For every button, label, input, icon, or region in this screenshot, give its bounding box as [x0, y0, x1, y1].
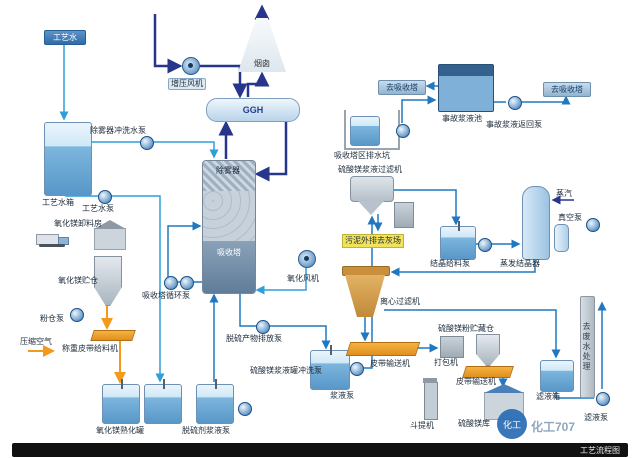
mgso4-warehouse-label: 硫酸镁库: [458, 419, 490, 428]
weighing-belt-feeder-label: 称重皮带给料机: [62, 344, 118, 353]
booster-fan-label: 增压风机: [168, 78, 206, 90]
slurry-zone: [203, 241, 255, 293]
buffer-tank-flush-pump-label: 硫酸镁浆液罐冲洗泵: [250, 366, 322, 375]
vacuum-pump-icon: [586, 218, 600, 232]
mgo-silo-icon: [94, 256, 122, 306]
crystal-feed-tank-icon: [440, 221, 476, 260]
drain-pit-tank-icon: [350, 116, 380, 146]
belt-conveyor-1-icon: [345, 342, 421, 356]
desulfurizer-slurry-pump-icon: [238, 402, 252, 416]
emergency-pool-icon: [438, 64, 494, 112]
process-water-pump-icon: [98, 190, 112, 204]
slurry-pump-label: 浆液泵: [330, 391, 354, 400]
evaporative-crystallizer-icon: [522, 186, 550, 260]
oxidation-fan-label: 氧化风机: [287, 274, 319, 283]
filter-aux-box-icon: [394, 202, 414, 228]
mgo-silo-label: 氧化镁贮仓: [58, 276, 98, 285]
mgso4-filter-label: 硫酸镁浆液过滤机: [338, 165, 402, 174]
product-discharge-pump-label: 脱硫产物排放泵: [226, 334, 282, 343]
compressed-air-label: 压缩空气: [20, 337, 52, 346]
demister-zone: [203, 161, 255, 191]
absorber-circ-pump-label: 吸收塔循环泵: [142, 291, 190, 300]
booster-fan-icon: [182, 57, 200, 75]
crystal-feed-pump-icon: [478, 238, 492, 252]
demister-flush-pump-icon: [140, 136, 154, 150]
oxidation-fan-icon: [298, 250, 316, 268]
filtrate-pump-icon: [596, 392, 610, 406]
tag-to-wastewater: 去废水处理: [580, 296, 595, 398]
powder-silo-pump-icon: [70, 308, 84, 322]
demister-flush-pump-label: 除雾器冲洗水泵: [90, 126, 146, 135]
spray-zone: [203, 191, 255, 241]
footer-title: 工艺流程图: [580, 445, 620, 455]
mgo-slaking-tank-icon-2: [144, 379, 182, 424]
mgso4-buffer-tank-icon: [310, 345, 350, 390]
mgo-unloading-house-label: 氧化镁卸料房: [54, 219, 102, 228]
absorber-vessel: [202, 160, 256, 294]
mgso4-powder-silo-label: 硫酸镁粉贮藏仓: [438, 324, 494, 333]
evaporative-crystallizer-label: 蒸发结晶器: [500, 259, 540, 268]
footer-bar: 工艺流程图: [12, 443, 628, 457]
demister-label: 除雾器: [216, 166, 240, 175]
condenser-icon: [554, 224, 569, 252]
powder-silo-pump-label: 粉仓泵: [40, 314, 64, 323]
ggh-unit: GGH: [206, 98, 300, 122]
sludge-to-ash-yard-label: 污泥外排去灰场: [342, 234, 404, 248]
stack-label: 烟囱: [254, 59, 270, 68]
desulfurizer-slurry-tank-icon: [196, 379, 234, 424]
mgo-slaking-tank-label: 氧化镁熟化罐: [96, 426, 144, 435]
filtrate-pump-label: 滤液泵: [584, 413, 608, 422]
unloading-house-icon: [94, 228, 126, 250]
emergency-pool-label: 事故浆液池: [442, 114, 482, 123]
drain-pit-pump-icon: [396, 124, 410, 138]
mgso4-powder-silo-icon: [476, 334, 500, 366]
truck-icon: [36, 232, 70, 248]
drain-pit-label: 吸收塔区排水坑: [334, 151, 390, 160]
emergency-return-pump-icon: [508, 96, 522, 110]
filtrate-tank-icon: [540, 360, 574, 392]
baler-label: 打包机: [434, 358, 458, 367]
absorber-label: 吸收塔: [217, 248, 241, 257]
absorber-circ-pump-icon-1: [164, 276, 178, 290]
bucket-elevator-label: 斗提机: [410, 421, 434, 430]
tag-process-water: 工艺水: [44, 30, 86, 45]
vacuum-pump-label: 真空泵: [558, 213, 582, 222]
watermark-logo: 化工: [497, 409, 527, 439]
process-water-pump-label: 工艺水泵: [82, 204, 114, 213]
tag-to-absorber-left: 去吸收塔: [378, 80, 426, 95]
steam-label: 蒸汽: [556, 189, 572, 198]
centrifugal-filter-icon: [342, 266, 390, 276]
watermark-text: 化工707: [531, 420, 576, 434]
desulfurizer-slurry-pump-label: 脱硫剂浆液泵: [182, 426, 230, 435]
belt-conveyor-2-label: 皮带输送机: [456, 377, 496, 386]
emergency-return-pump-label: 事故浆液返回泵: [486, 120, 542, 129]
tag-to-absorber-right: 去吸收塔: [543, 82, 591, 97]
baler-icon: [440, 336, 464, 358]
stack-icon: 烟囱: [238, 18, 286, 72]
product-discharge-pump-icon: [256, 320, 270, 334]
slurry-pump-icon: [350, 362, 364, 376]
process-water-tank-icon: [44, 122, 92, 196]
bucket-elevator-icon: [423, 378, 438, 420]
absorber-circ-pump-icon-2: [180, 276, 194, 290]
centrifugal-filter-label: 离心过滤机: [380, 297, 420, 306]
belt-conveyor-1-label: 皮带输送机: [370, 359, 410, 368]
weighing-belt-feeder-icon: [90, 330, 136, 341]
mgso4-filter-icon: [350, 176, 394, 202]
mgo-slaking-tank-icon-1: [102, 379, 140, 424]
process-water-tank-label: 工艺水箱: [42, 198, 74, 207]
crystal-feed-pump-label: 结晶给料泵: [430, 259, 470, 268]
filtrate-tank-label: 滤液箱: [536, 392, 560, 401]
